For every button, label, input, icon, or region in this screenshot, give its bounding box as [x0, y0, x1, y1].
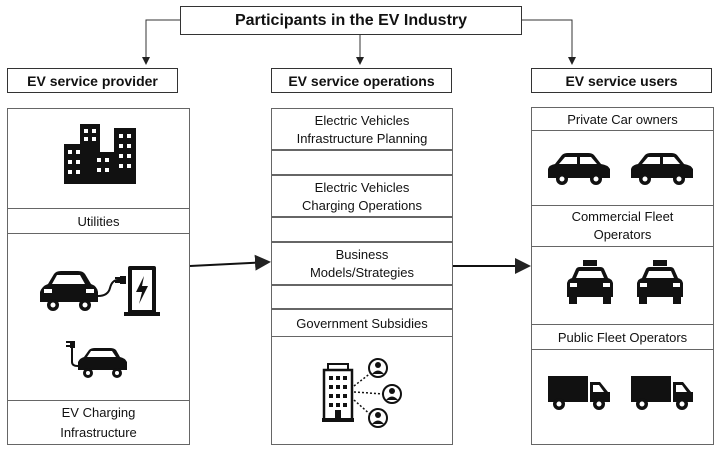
- provider-header: EV service provider: [7, 68, 178, 93]
- commercial-fleet-label-line2: Operators: [593, 226, 652, 242]
- taxi-icon: [567, 260, 613, 304]
- charging-label-line1: EV Charging: [61, 404, 136, 420]
- charging-label-line2: Infrastructure: [60, 424, 137, 440]
- title-to-users-connector: [522, 19, 576, 65]
- city-buildings-icon: [64, 124, 136, 184]
- ops-item-infrastructure-planning: [271, 108, 453, 150]
- commercial-fleet-label-line1: Commercial Fleet: [571, 208, 674, 224]
- charging-row: [7, 400, 190, 445]
- ops-spacer-2: [271, 217, 453, 242]
- operations-header: EV service operations: [271, 68, 452, 93]
- ops-item-1-line1: Electric Vehicles: [314, 112, 410, 128]
- ops-item-4-label: Government Subsidies: [296, 315, 428, 331]
- utilities-row: [7, 208, 190, 234]
- public-fleet-label: Public Fleet Operators: [557, 329, 688, 345]
- private-car-icon: [631, 153, 693, 185]
- ops-item-1-line2: Infrastructure Planning: [296, 130, 428, 146]
- truck-icon: [548, 376, 610, 410]
- utilities-label: Utilities: [77, 213, 120, 229]
- public-fleet-row: [531, 324, 714, 350]
- ops-item-business-models: [271, 242, 453, 285]
- plugged-car-icon: [66, 341, 127, 378]
- users-header: EV service users: [531, 68, 712, 93]
- diagram-title: Participants in the EV Industry: [180, 6, 522, 35]
- ops-item-charging-operations: [271, 175, 453, 217]
- private-owners-label: Private Car owners: [567, 111, 678, 127]
- ops-spacer-1: [271, 150, 453, 175]
- car-charging-station-icon: [40, 266, 160, 316]
- provider-to-operations-arrow: [189, 254, 271, 271]
- taxi-icon: [637, 260, 683, 304]
- private-owners-row: [531, 107, 714, 131]
- ops-item-3-line1: Business: [335, 246, 389, 262]
- ops-spacer-3: [271, 285, 453, 309]
- private-car-icon: [548, 153, 610, 185]
- ops-item-government-subsidies: [271, 309, 453, 337]
- ops-item-2-line1: Electric Vehicles: [314, 179, 410, 195]
- title-to-provider-connector: [142, 19, 180, 65]
- ops-item-2-line2: Charging Operations: [302, 197, 422, 213]
- ops-item-3-line2: Models/Strategies: [309, 264, 415, 280]
- building-network-icon: [322, 358, 402, 428]
- commercial-fleet-row: [531, 205, 714, 247]
- truck-icon: [631, 376, 693, 410]
